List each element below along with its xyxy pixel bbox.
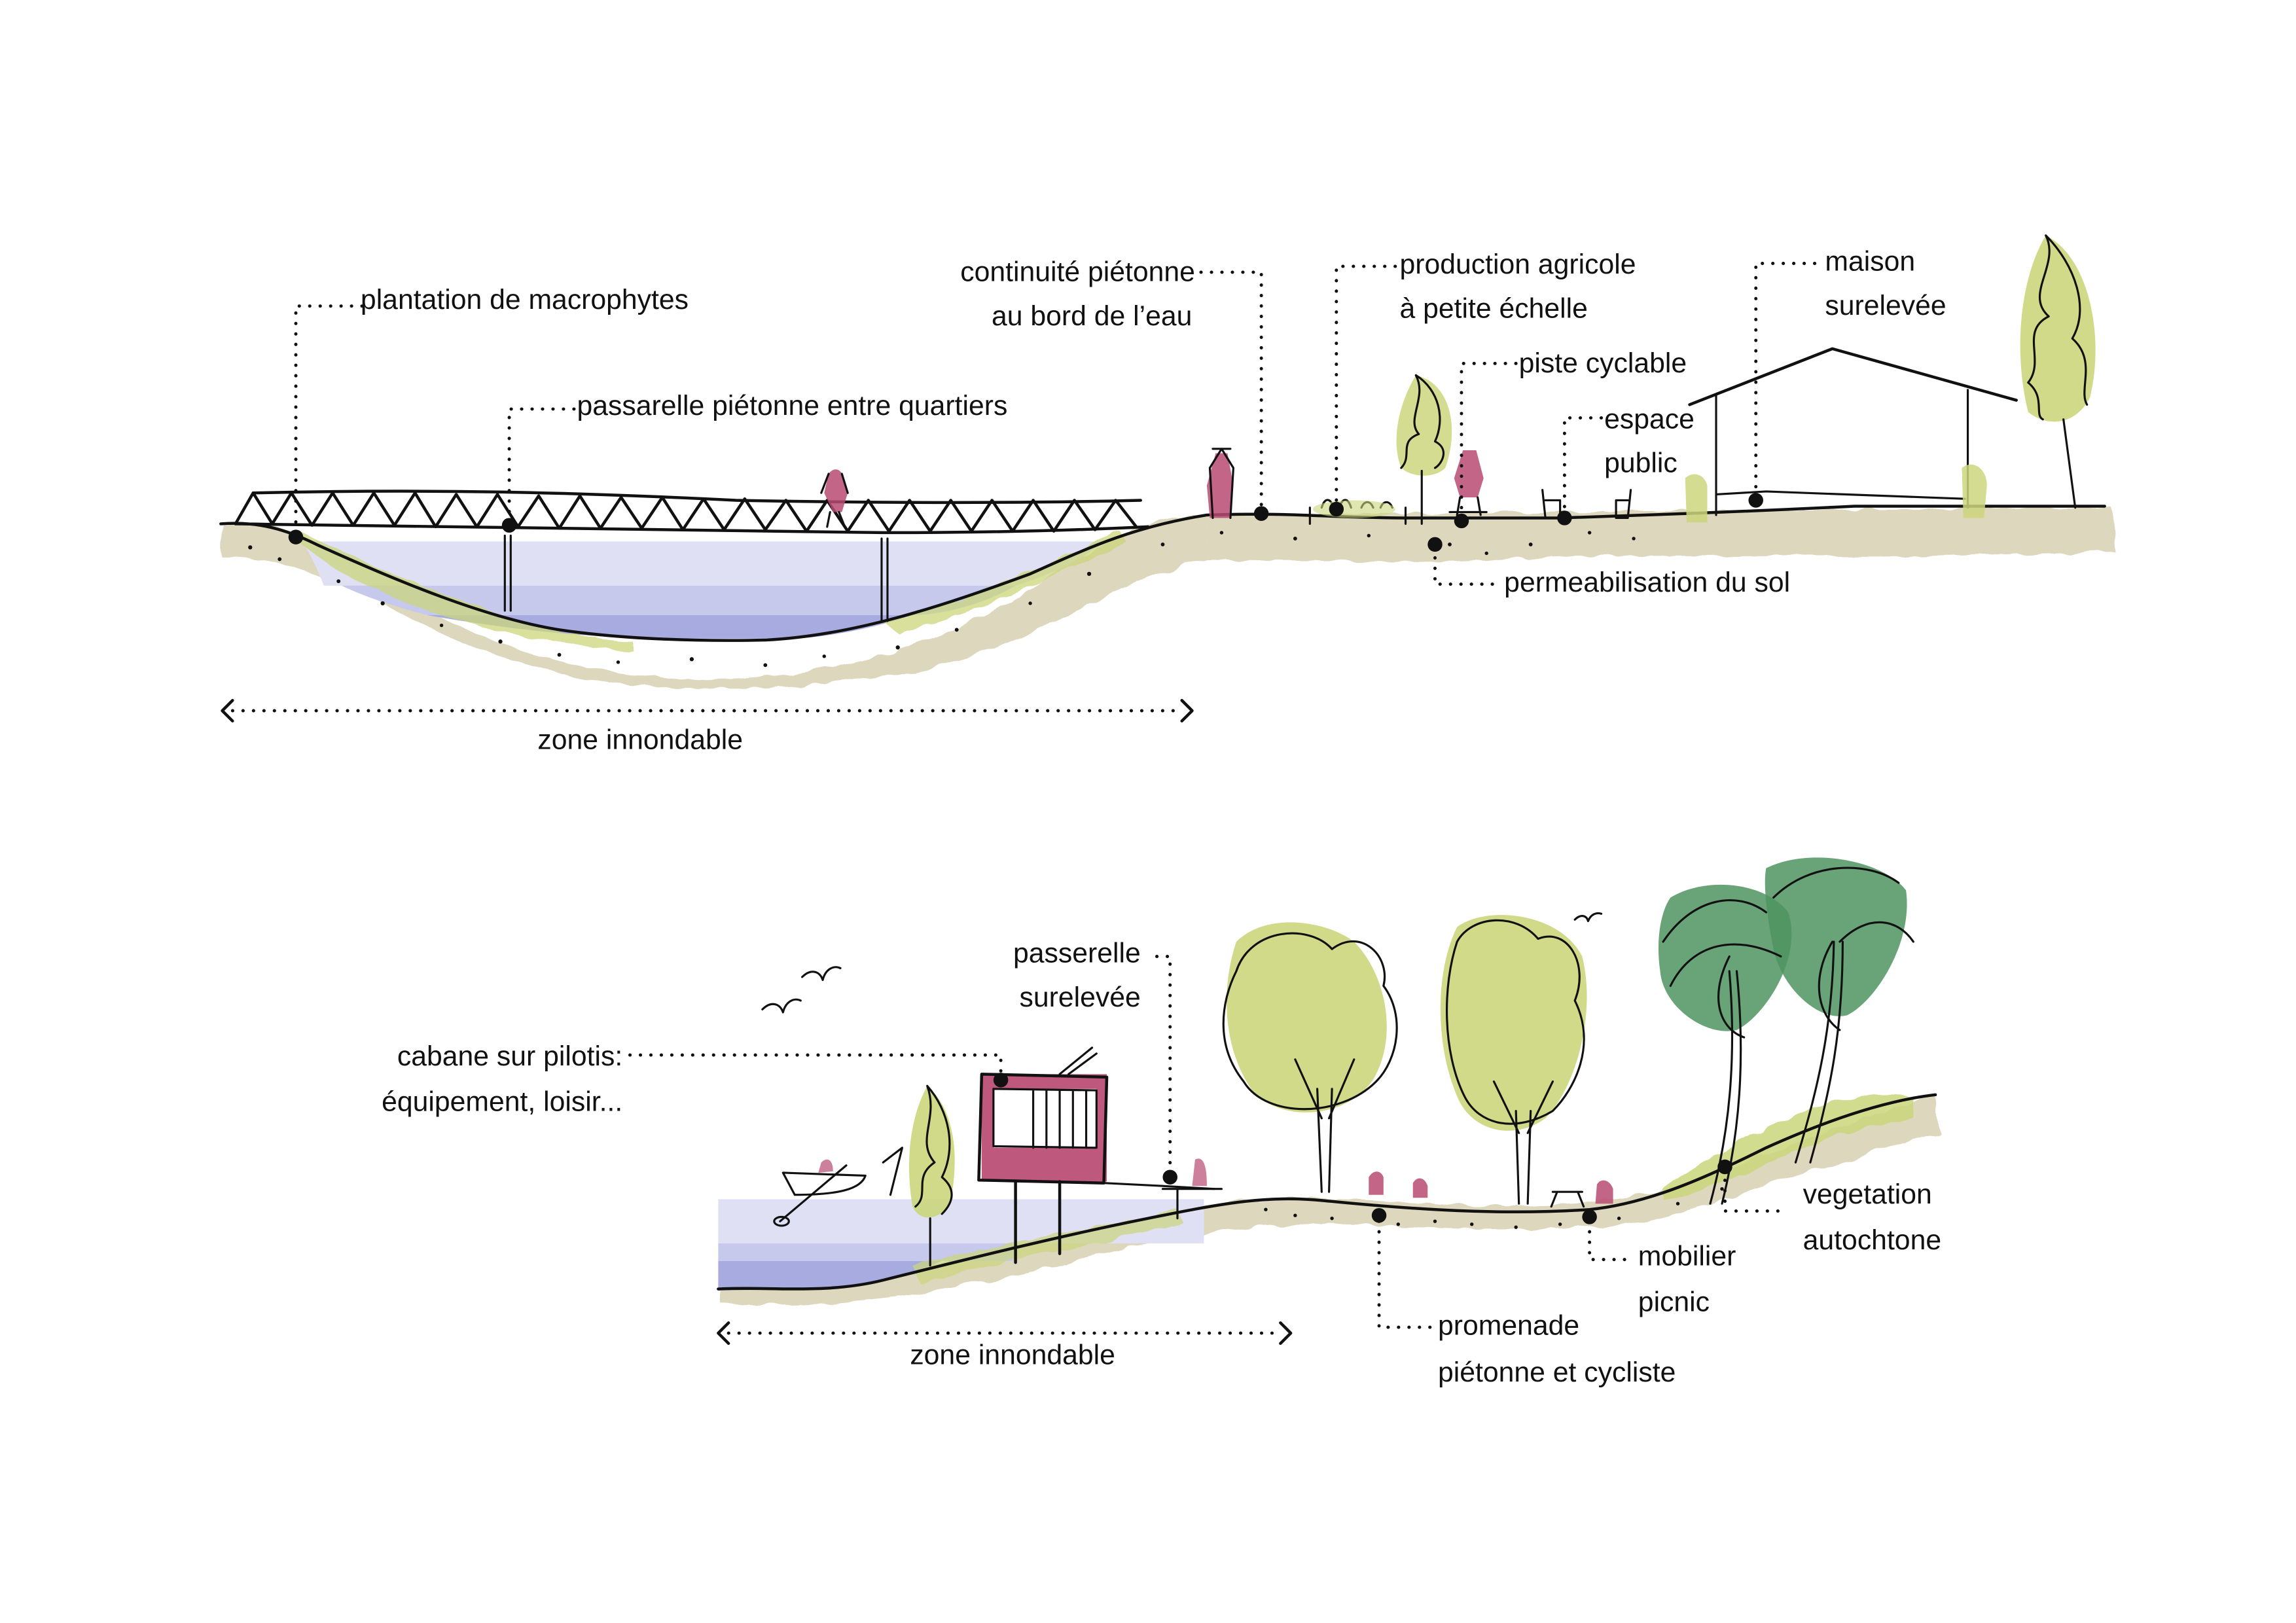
marker-passerelle [1162,1169,1177,1185]
marker-passarelle [501,518,517,533]
bank-vegetation-right [883,529,1126,633]
truss-bridge [234,490,1150,622]
zone-innondable-arrow-bottom [717,1321,1293,1346]
marker-cyclable [1454,513,1469,529]
ground-line-bottom [717,1093,1937,1291]
label-zone-innondable-top: zone innondable [537,724,743,755]
picnic-table [1550,1190,1585,1208]
label-mobilier-2: picnic [1638,1286,1710,1317]
sediment-dots-bottom [1264,1187,1724,1229]
marker-cabane [993,1073,1009,1088]
marker-macrophytes [288,529,304,544]
raised-house [1685,347,2018,523]
label-cabane-2: équipement, loisir... [382,1086,622,1118]
label-continuite-1: continuité piétonne [960,256,1195,287]
birds [761,912,1603,1014]
bank-vegetation-bottom [912,1209,1185,1283]
label-espace-1: espace [1604,403,1695,435]
bottom-section: passerelle surelevée cabane sur pilotis:… [382,857,1941,1388]
label-passerelle-2: surelevée [1020,982,1141,1013]
poplar-tree-large [2020,234,2096,509]
broadleaf-tree-1 [1222,922,1398,1193]
poplar-tree-small [1396,374,1452,526]
poplar-tree-cabane [909,1084,955,1267]
broadleaf-tree-2 [1440,915,1587,1205]
palm-trees [1658,857,1914,1205]
rowboat [773,1147,904,1227]
label-promenade-1: promenade [1438,1310,1579,1341]
marker-maison [1748,493,1763,508]
bank-vegetation-left [301,532,633,651]
zone-innondable-arrow-top [221,698,1194,722]
label-cyclable: piste cyclable [1519,348,1687,379]
label-agricole-2: à petite échelle [1400,293,1588,325]
figure-seated [1412,1178,1428,1198]
stilt-cabin [977,1046,1223,1264]
marker-agricole [1329,501,1344,517]
marker-mobilier [1582,1209,1597,1224]
label-passerelle-1: passerelle [1013,937,1141,969]
figure-picnic [1595,1180,1613,1204]
marker-vegetation [1717,1159,1732,1175]
label-zone-innondable-bottom: zone innondable [910,1339,1115,1370]
ground-wash-top-left [221,514,1207,689]
top-section: plantation de macrophytes passarelle pié… [219,234,2115,755]
marker-continuite [1253,506,1269,521]
label-espace-2: public [1604,448,1677,479]
marker-espace-public [1557,510,1572,526]
marker-permeabilisation [1427,537,1443,552]
label-agricole-1: production agricole [1400,249,1636,280]
label-cabane-1: cabane sur pilotis: [397,1041,622,1072]
pedestrian-on-bank [1206,453,1234,518]
label-permeabilisation: permeabilisation du sol [1504,567,1790,598]
label-maison-1: maison [1825,246,1915,277]
label-continuite-2: au bord de l’eau [992,300,1192,332]
label-macrophytes: plantation de macrophytes [361,284,689,315]
label-mobilier-1: mobilier [1638,1241,1736,1272]
label-passarelle: passarelle piétonne entre quartiers [577,390,1007,421]
label-vegetation-2: autochtone [1803,1224,1941,1256]
pedestrian-on-bridge [824,469,848,512]
sediment-dots-top [248,531,1636,668]
label-maison-2: surelevée [1825,290,1946,321]
label-promenade-2: piétonne et cycliste [1438,1357,1676,1388]
marker-promenade [1371,1207,1387,1223]
label-vegetation-1: vegetation [1803,1179,1932,1210]
figure-walker [1369,1171,1384,1195]
cyclist [1454,450,1484,497]
